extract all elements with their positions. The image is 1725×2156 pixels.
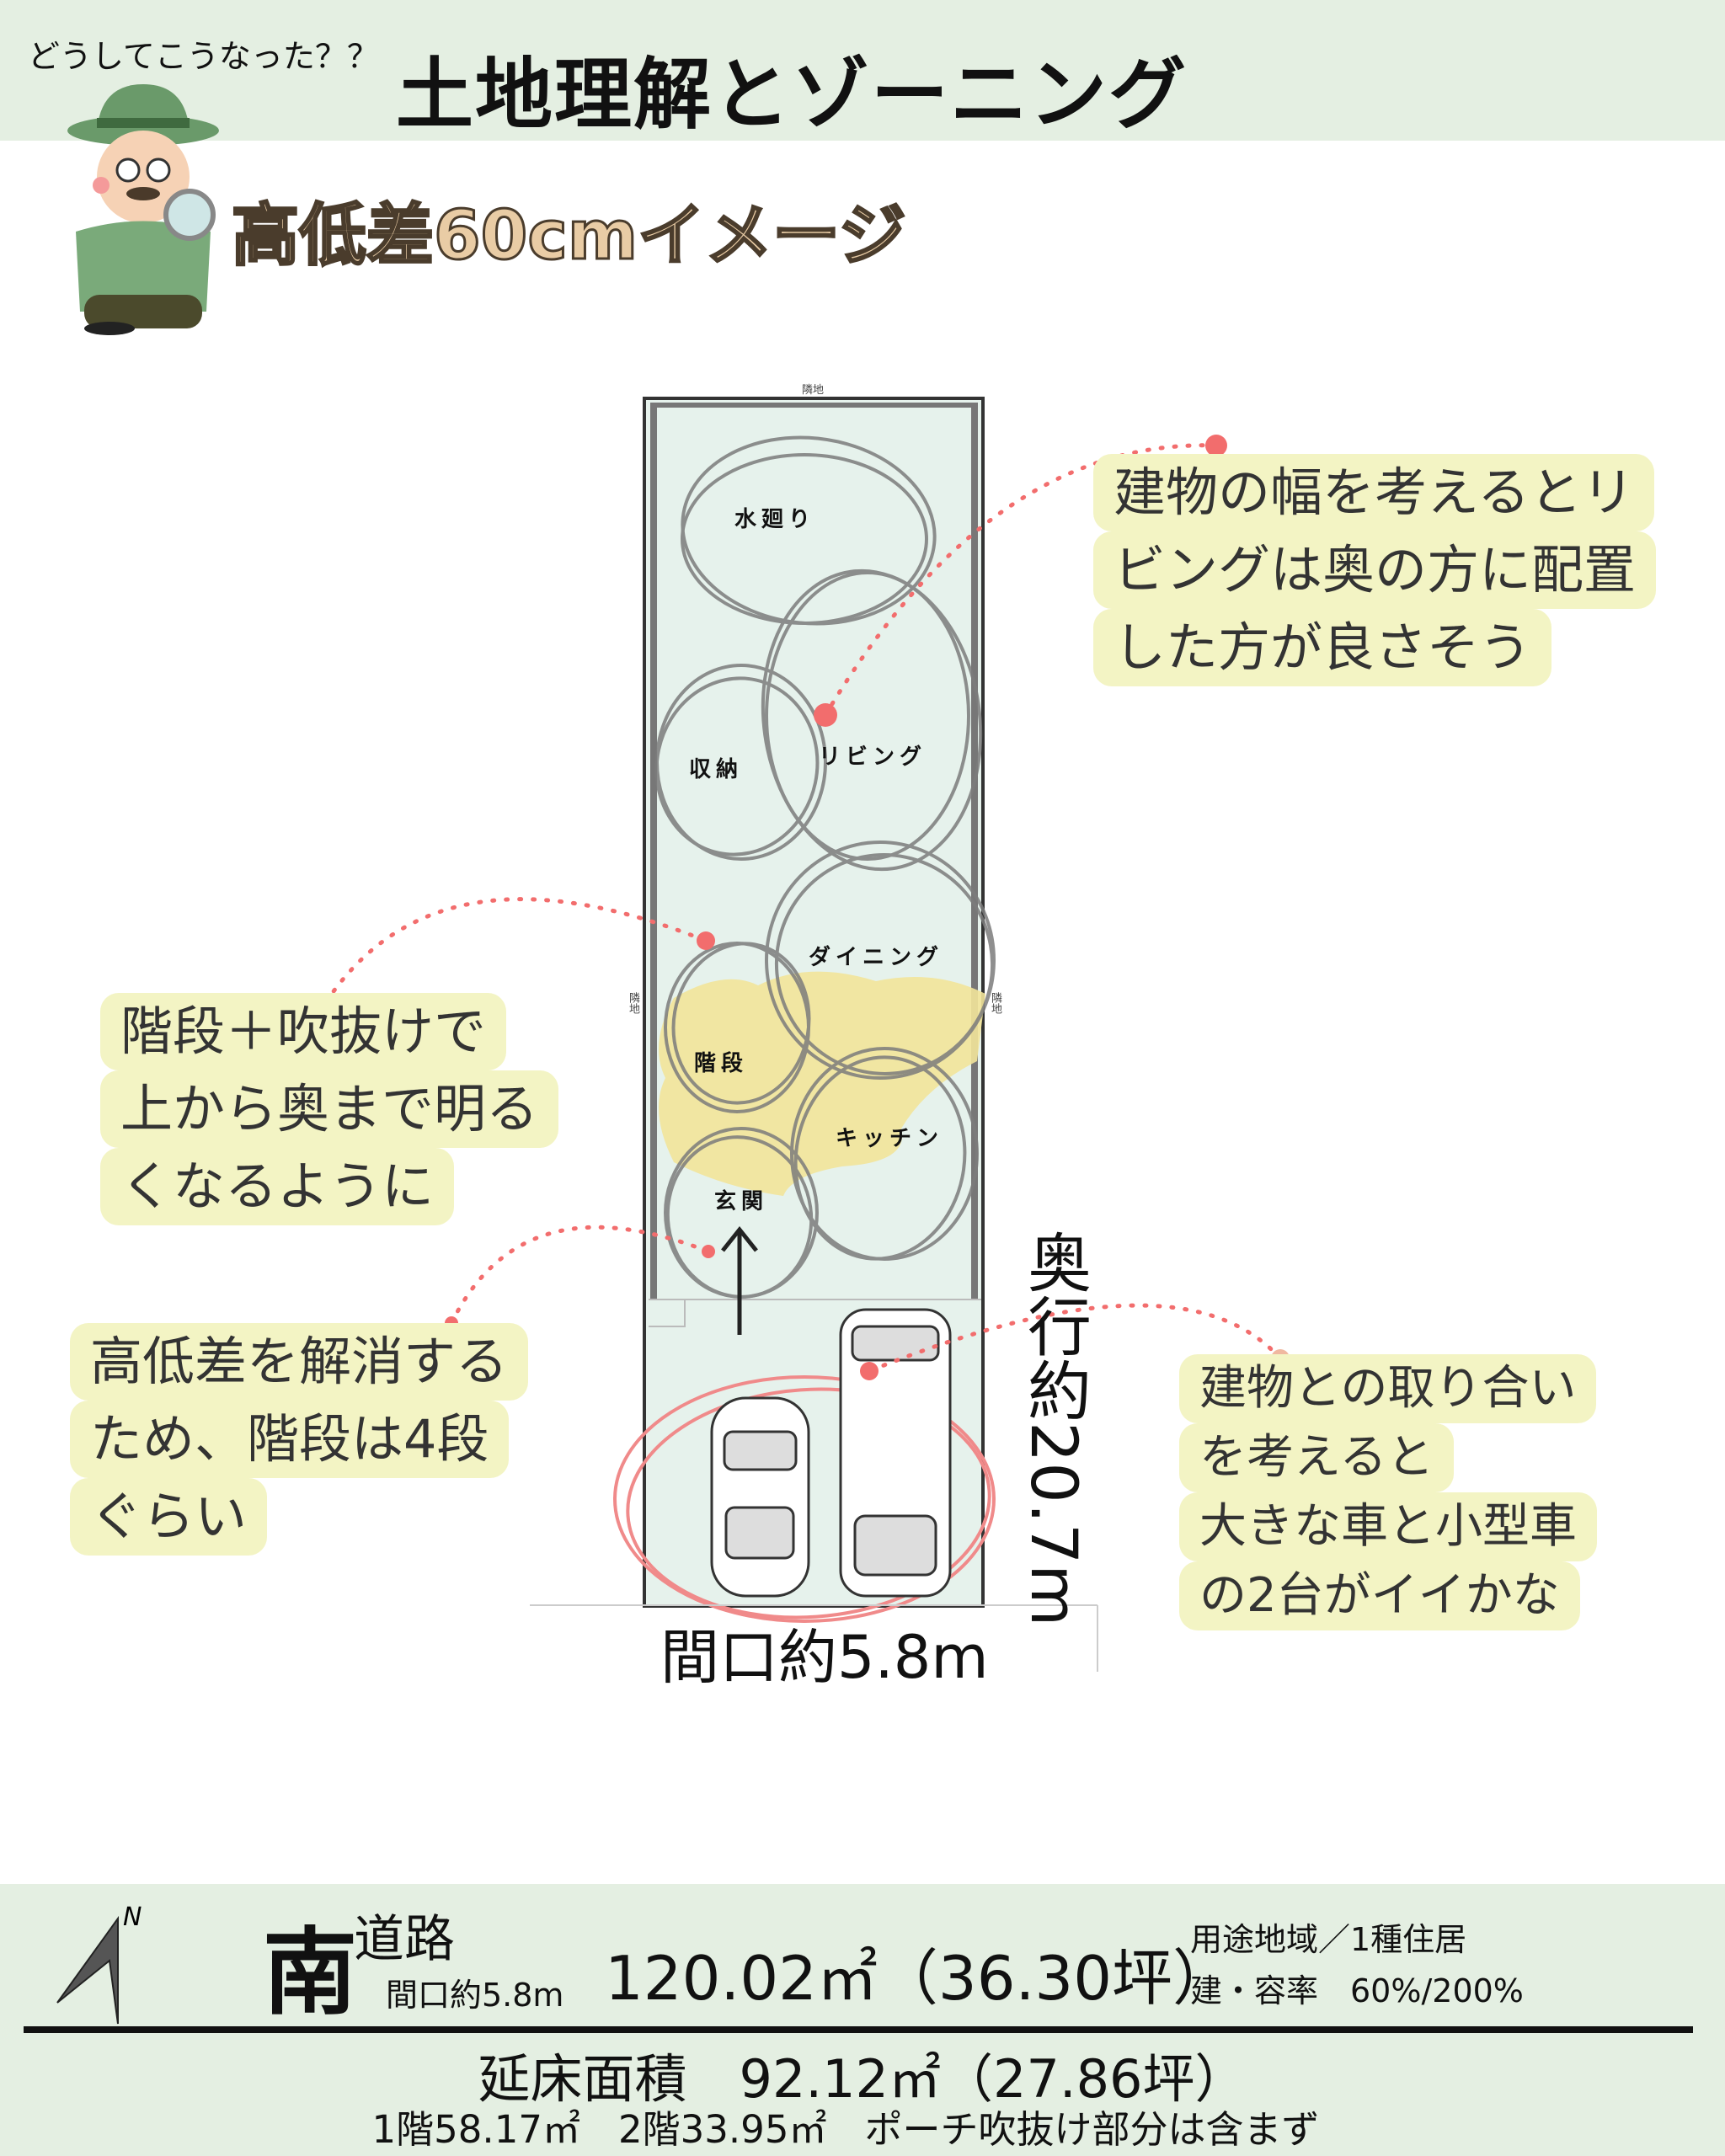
detective-character-illustration	[67, 84, 219, 335]
parking-circles	[613, 1375, 996, 1623]
callout-dot	[1205, 435, 1227, 456]
callout-stairs: 階段＋吹抜けで 上から奥まで明る くなるように	[100, 993, 559, 1225]
wall-top	[650, 403, 978, 408]
depth-dimension: 奥行約20.7m	[1017, 1230, 1092, 1627]
room-label-living: リビング	[819, 744, 927, 770]
callout-leaders	[323, 443, 1283, 1374]
frontage-text: 間口約5.8m	[386, 1977, 564, 2014]
callout-dot	[702, 1245, 715, 1258]
callout-dot	[814, 703, 837, 727]
zoning-text: 用途地域／1種住居	[1190, 1921, 1467, 1958]
divider	[24, 2026, 1693, 2033]
coverage-ratio: 建・容率 60%/200%	[1190, 1972, 1524, 2009]
neighbor-label-right: 隣地	[989, 992, 1001, 1014]
frontage-dimension: 間口約5.8m	[660, 1623, 989, 1692]
wall-left	[650, 404, 657, 1299]
room-label-entrance: 玄関	[714, 1189, 769, 1214]
stair-highlight	[659, 971, 985, 1196]
neighbor-label-top: 隣地	[802, 384, 825, 397]
north-compass-icon: N	[56, 1903, 142, 2025]
room-label-kitchen: キッチン	[836, 1126, 944, 1151]
room-label-storage: 収納	[689, 757, 744, 782]
kicker-text: どうしてこうなった？？	[28, 38, 379, 75]
compass-label: N	[123, 1903, 142, 1932]
small-car-icon	[710, 1396, 810, 1598]
room-label-dining: ダイニング	[809, 945, 944, 970]
total-floor-area: 延床面積 92.12㎡（27.86坪）	[478, 2048, 1247, 2110]
site-area: 120.02㎡（36.30坪）	[605, 1943, 1234, 2014]
callout-dot	[860, 1362, 879, 1380]
floor-area-detail: 1階58.17㎡ 2階33.95㎡ ポーチ吹抜け部分は含まず	[371, 2107, 1320, 2152]
header-band	[0, 0, 1725, 141]
callout-living: 建物の幅を考えるとリ ビングは奥の方に配置 した方が良さそう	[1093, 454, 1657, 686]
wall-right	[971, 404, 978, 1299]
neighbor-label-left: 隣地	[627, 992, 639, 1014]
section-subtitle: 高低差60cmイメージ	[231, 195, 908, 276]
entrance-arrow	[721, 1225, 758, 1335]
footer-band	[0, 1884, 1725, 2156]
callout-dot	[697, 931, 715, 950]
zoning-circles	[654, 435, 996, 1299]
room-label-stairs: 階段	[694, 1051, 749, 1076]
callout-parking: 建物との取り合い を考えると 大きな車と小型車 の2台がイイかな	[1179, 1354, 1597, 1630]
room-label-water: 水廻り	[734, 507, 816, 532]
large-car-icon	[839, 1308, 952, 1598]
callout-level: 高低差を解消する ため、階段は4段 ぐらい	[70, 1323, 529, 1556]
page-title: 土地理解とゾーニング	[396, 50, 1188, 140]
road-label: 道路	[354, 1910, 455, 1969]
road-direction: 南	[263, 1919, 357, 2028]
